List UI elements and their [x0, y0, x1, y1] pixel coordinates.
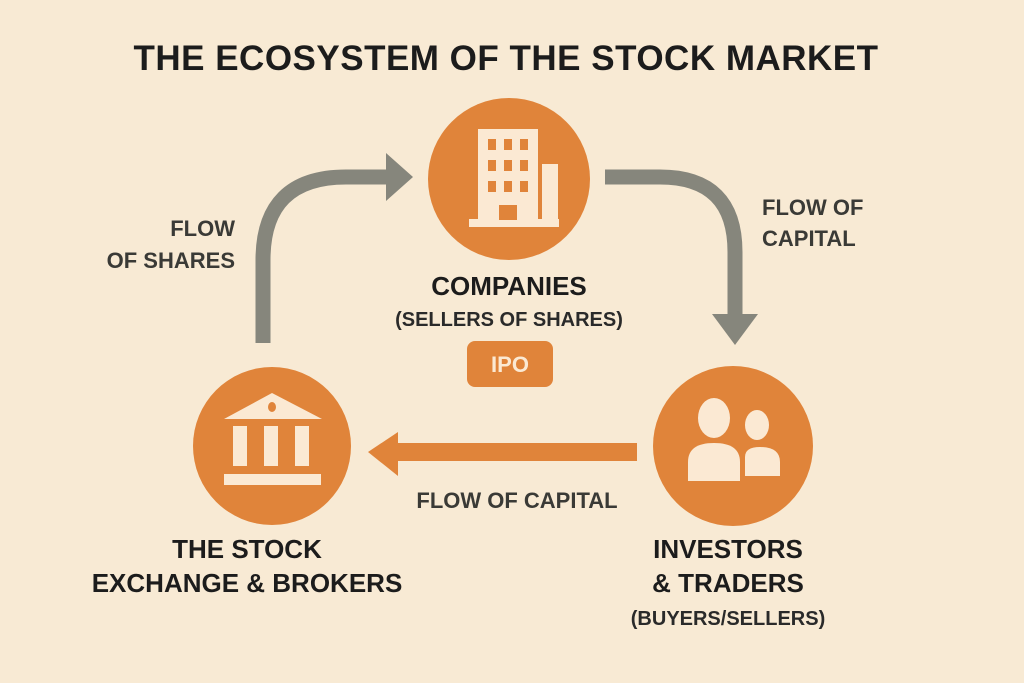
investors-label-line2: & TRADERS [652, 568, 804, 598]
users-icon [688, 398, 780, 481]
ipo-badge-label: IPO [491, 352, 529, 377]
flow-of-capital-right-line1: FLOW OF [762, 195, 863, 220]
companies-node [428, 98, 590, 260]
exchange-node [193, 367, 351, 525]
bank-icon [224, 393, 322, 485]
exchange-label-line2: EXCHANGE & BROKERS [92, 568, 403, 598]
companies-label: COMPANIES [431, 271, 587, 301]
investors-node [653, 366, 813, 526]
building-icon [469, 129, 559, 227]
flow-of-capital-arrow-bottom [368, 432, 637, 476]
flow-of-capital-right-line2: CAPITAL [762, 226, 856, 251]
companies-sub-label: (SELLERS OF SHARES) [395, 309, 623, 331]
exchange-label-line1: THE STOCK [172, 534, 322, 564]
flow-of-capital-bottom-label: FLOW OF CAPITAL [416, 488, 617, 513]
flow-of-capital-arrow-right [605, 169, 758, 345]
flow-of-shares-label-line1: FLOW [170, 216, 235, 241]
diagram-title: THE ECOSYSTEM OF THE STOCK MARKET [133, 39, 878, 78]
flow-of-shares-arrow [255, 153, 413, 343]
investors-label-line1: INVESTORS [653, 534, 803, 564]
investors-sub-label: (BUYERS/SELLERS) [631, 608, 825, 630]
flow-of-shares-label-line2: OF SHARES [107, 248, 235, 273]
ipo-badge: IPO [467, 341, 553, 387]
